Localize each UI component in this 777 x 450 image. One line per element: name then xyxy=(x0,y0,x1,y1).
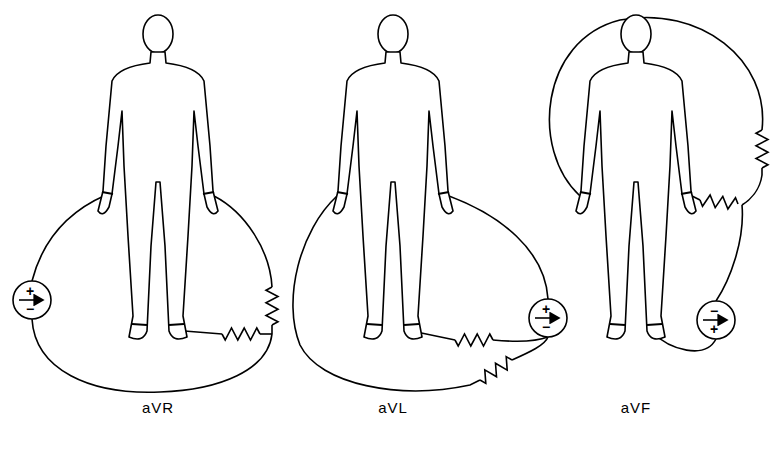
human-figures xyxy=(98,15,696,339)
polarity-sign: − xyxy=(26,302,34,316)
meter-circle xyxy=(529,299,567,337)
polarity-sign: + xyxy=(26,284,34,298)
resistor-zigzag xyxy=(455,334,493,346)
lead-name: aVL xyxy=(378,400,408,415)
meter-arrow xyxy=(703,319,727,321)
meter-arrow xyxy=(535,317,559,319)
resistor-zigzag xyxy=(756,130,768,168)
resistor-zigzag xyxy=(266,287,278,325)
polarity-sign: + xyxy=(710,322,718,336)
lead-name: aVR xyxy=(142,400,174,415)
meter-circle xyxy=(697,301,735,339)
resistor-zigzag xyxy=(222,328,260,340)
resistor-zigzag xyxy=(480,357,512,384)
meter-circle xyxy=(13,281,51,319)
meter-arrow xyxy=(19,299,43,301)
galvanometer-symbols xyxy=(13,281,735,339)
polarity-sign: − xyxy=(542,320,550,334)
lead-name: aVF xyxy=(621,400,652,415)
polarity-sign: + xyxy=(542,302,550,316)
polarity-sign: − xyxy=(710,304,718,318)
resistor-zigzag xyxy=(700,195,738,209)
